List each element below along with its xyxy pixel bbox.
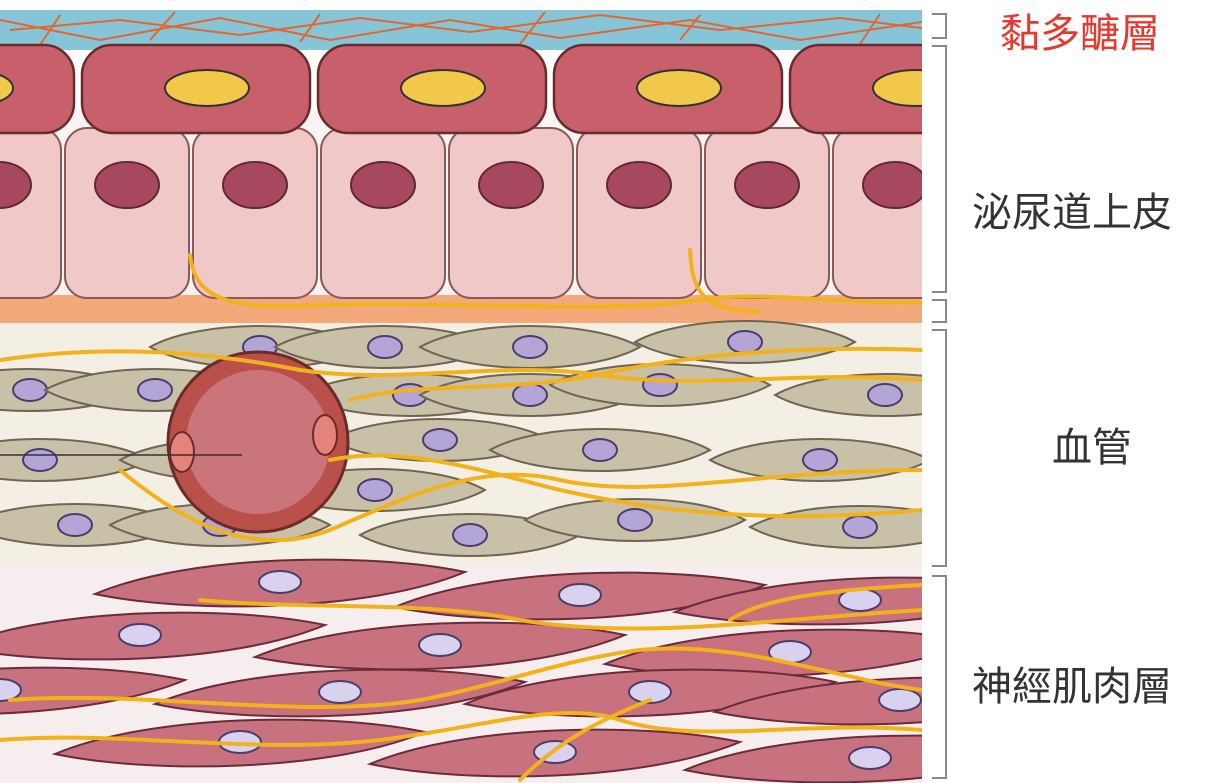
fibroblast-nucleus bbox=[868, 384, 902, 406]
fibroblast-nucleus bbox=[513, 384, 547, 406]
urothelial-cell bbox=[449, 128, 573, 298]
fibroblast-nucleus bbox=[643, 374, 677, 396]
fibroblast-nucleus bbox=[453, 524, 487, 546]
umbrella-cell bbox=[790, 45, 1018, 133]
fibroblast-nucleus bbox=[23, 449, 57, 471]
urothelium-label: 泌尿道上皮 bbox=[972, 193, 1172, 233]
urothelial-nucleus bbox=[95, 162, 159, 208]
umbrella-cell bbox=[554, 45, 782, 133]
urothelial-cell bbox=[705, 128, 829, 298]
fibroblast-nucleus bbox=[803, 449, 837, 471]
nerve-muscle-label: 神經肌肉層 bbox=[972, 667, 1172, 707]
blood-vessel-label: 血管 bbox=[1052, 428, 1132, 468]
fibroblast-nucleus bbox=[843, 516, 877, 538]
layer-brackets bbox=[932, 14, 946, 778]
urothelial-nucleus bbox=[607, 162, 671, 208]
urothelial-nucleus bbox=[223, 162, 287, 208]
muscle-nucleus bbox=[419, 634, 461, 656]
urothelial-nucleus bbox=[863, 162, 927, 208]
fibroblast-nucleus bbox=[358, 479, 392, 501]
muscle-nucleus bbox=[559, 584, 601, 606]
glycocalyx-label: 黏多醣層 bbox=[1000, 14, 1160, 54]
muscle-nucleus bbox=[319, 681, 361, 703]
muscle-nucleus bbox=[119, 624, 161, 646]
urothelial-nucleus bbox=[735, 162, 799, 208]
urothelial-cell bbox=[577, 128, 701, 298]
urothelial-cell bbox=[65, 128, 189, 298]
fibroblast-nucleus bbox=[423, 429, 457, 451]
umbrella-cell bbox=[82, 45, 310, 133]
fibroblast-nucleus bbox=[583, 439, 617, 461]
urothelial-nucleus bbox=[351, 162, 415, 208]
muscle-nucleus bbox=[849, 747, 891, 769]
muscle-nucleus bbox=[259, 571, 301, 593]
urothelial-cell bbox=[193, 128, 317, 298]
umbrella-nucleus bbox=[165, 70, 249, 106]
urothelial-cell bbox=[0, 128, 61, 298]
fibroblast-nucleus bbox=[138, 379, 172, 401]
urothelial-cell bbox=[321, 128, 445, 298]
umbrella-cell bbox=[0, 45, 74, 133]
fibroblast-nucleus bbox=[618, 509, 652, 531]
umbrella-cell bbox=[318, 45, 546, 133]
fibroblast-nucleus bbox=[13, 379, 47, 401]
urothelial-nucleus bbox=[479, 162, 543, 208]
umbrella-nucleus bbox=[401, 70, 485, 106]
umbrella-nucleus bbox=[637, 70, 721, 106]
fibroblast-nucleus bbox=[58, 514, 92, 536]
umbrella-nucleus bbox=[873, 70, 957, 106]
fibroblast-nucleus bbox=[728, 331, 762, 353]
fibroblast-nucleus bbox=[368, 336, 402, 358]
fibroblast-nucleus bbox=[513, 336, 547, 358]
urothelial-cell bbox=[833, 128, 957, 298]
muscle-nucleus bbox=[879, 689, 921, 711]
